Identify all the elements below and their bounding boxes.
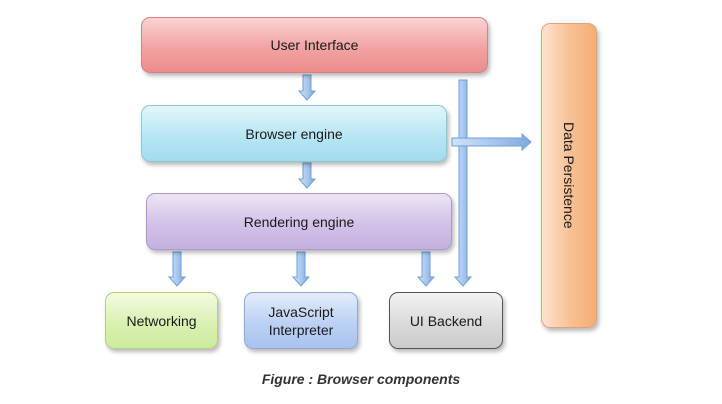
- networking-box: Networking: [105, 292, 218, 349]
- javascript-interpreter-box: JavaScript Interpreter: [244, 292, 358, 349]
- arrow-browser-engine-to-data-persistence: [451, 132, 532, 152]
- ui-backend-label: UI Backend: [409, 312, 483, 329]
- arrow-rendering-to-javascript-interpreter: [291, 251, 311, 287]
- arrow-ui-to-browser-engine: [297, 74, 317, 101]
- javascript-interpreter-label: JavaScript Interpreter: [268, 303, 333, 339]
- ui-backend-box: UI Backend: [389, 292, 503, 349]
- arrow-browser-to-rendering-engine: [297, 162, 317, 189]
- browser-engine-label: Browser engine: [245, 125, 343, 142]
- user-interface-label: User Interface: [270, 37, 359, 53]
- data-persistence-label: Data Persistence: [561, 122, 577, 229]
- javascript-interpreter-label-line2: Interpreter: [268, 321, 334, 338]
- arrow-rendering-to-ui-backend: [416, 251, 436, 287]
- arrow-ui-to-ui-backend: [453, 79, 473, 287]
- browser-engine-box: Browser engine: [141, 105, 447, 162]
- figure-caption: Figure : Browser components: [261, 371, 461, 387]
- rendering-engine-label: Rendering engine: [243, 213, 355, 230]
- arrow-rendering-to-networking: [167, 251, 187, 287]
- networking-label: Networking: [126, 312, 197, 329]
- data-persistence-box: Data Persistence: [541, 23, 597, 328]
- user-interface-box: User Interface: [141, 17, 488, 73]
- javascript-interpreter-label-line1: JavaScript: [268, 303, 334, 320]
- rendering-engine-box: Rendering engine: [146, 193, 452, 250]
